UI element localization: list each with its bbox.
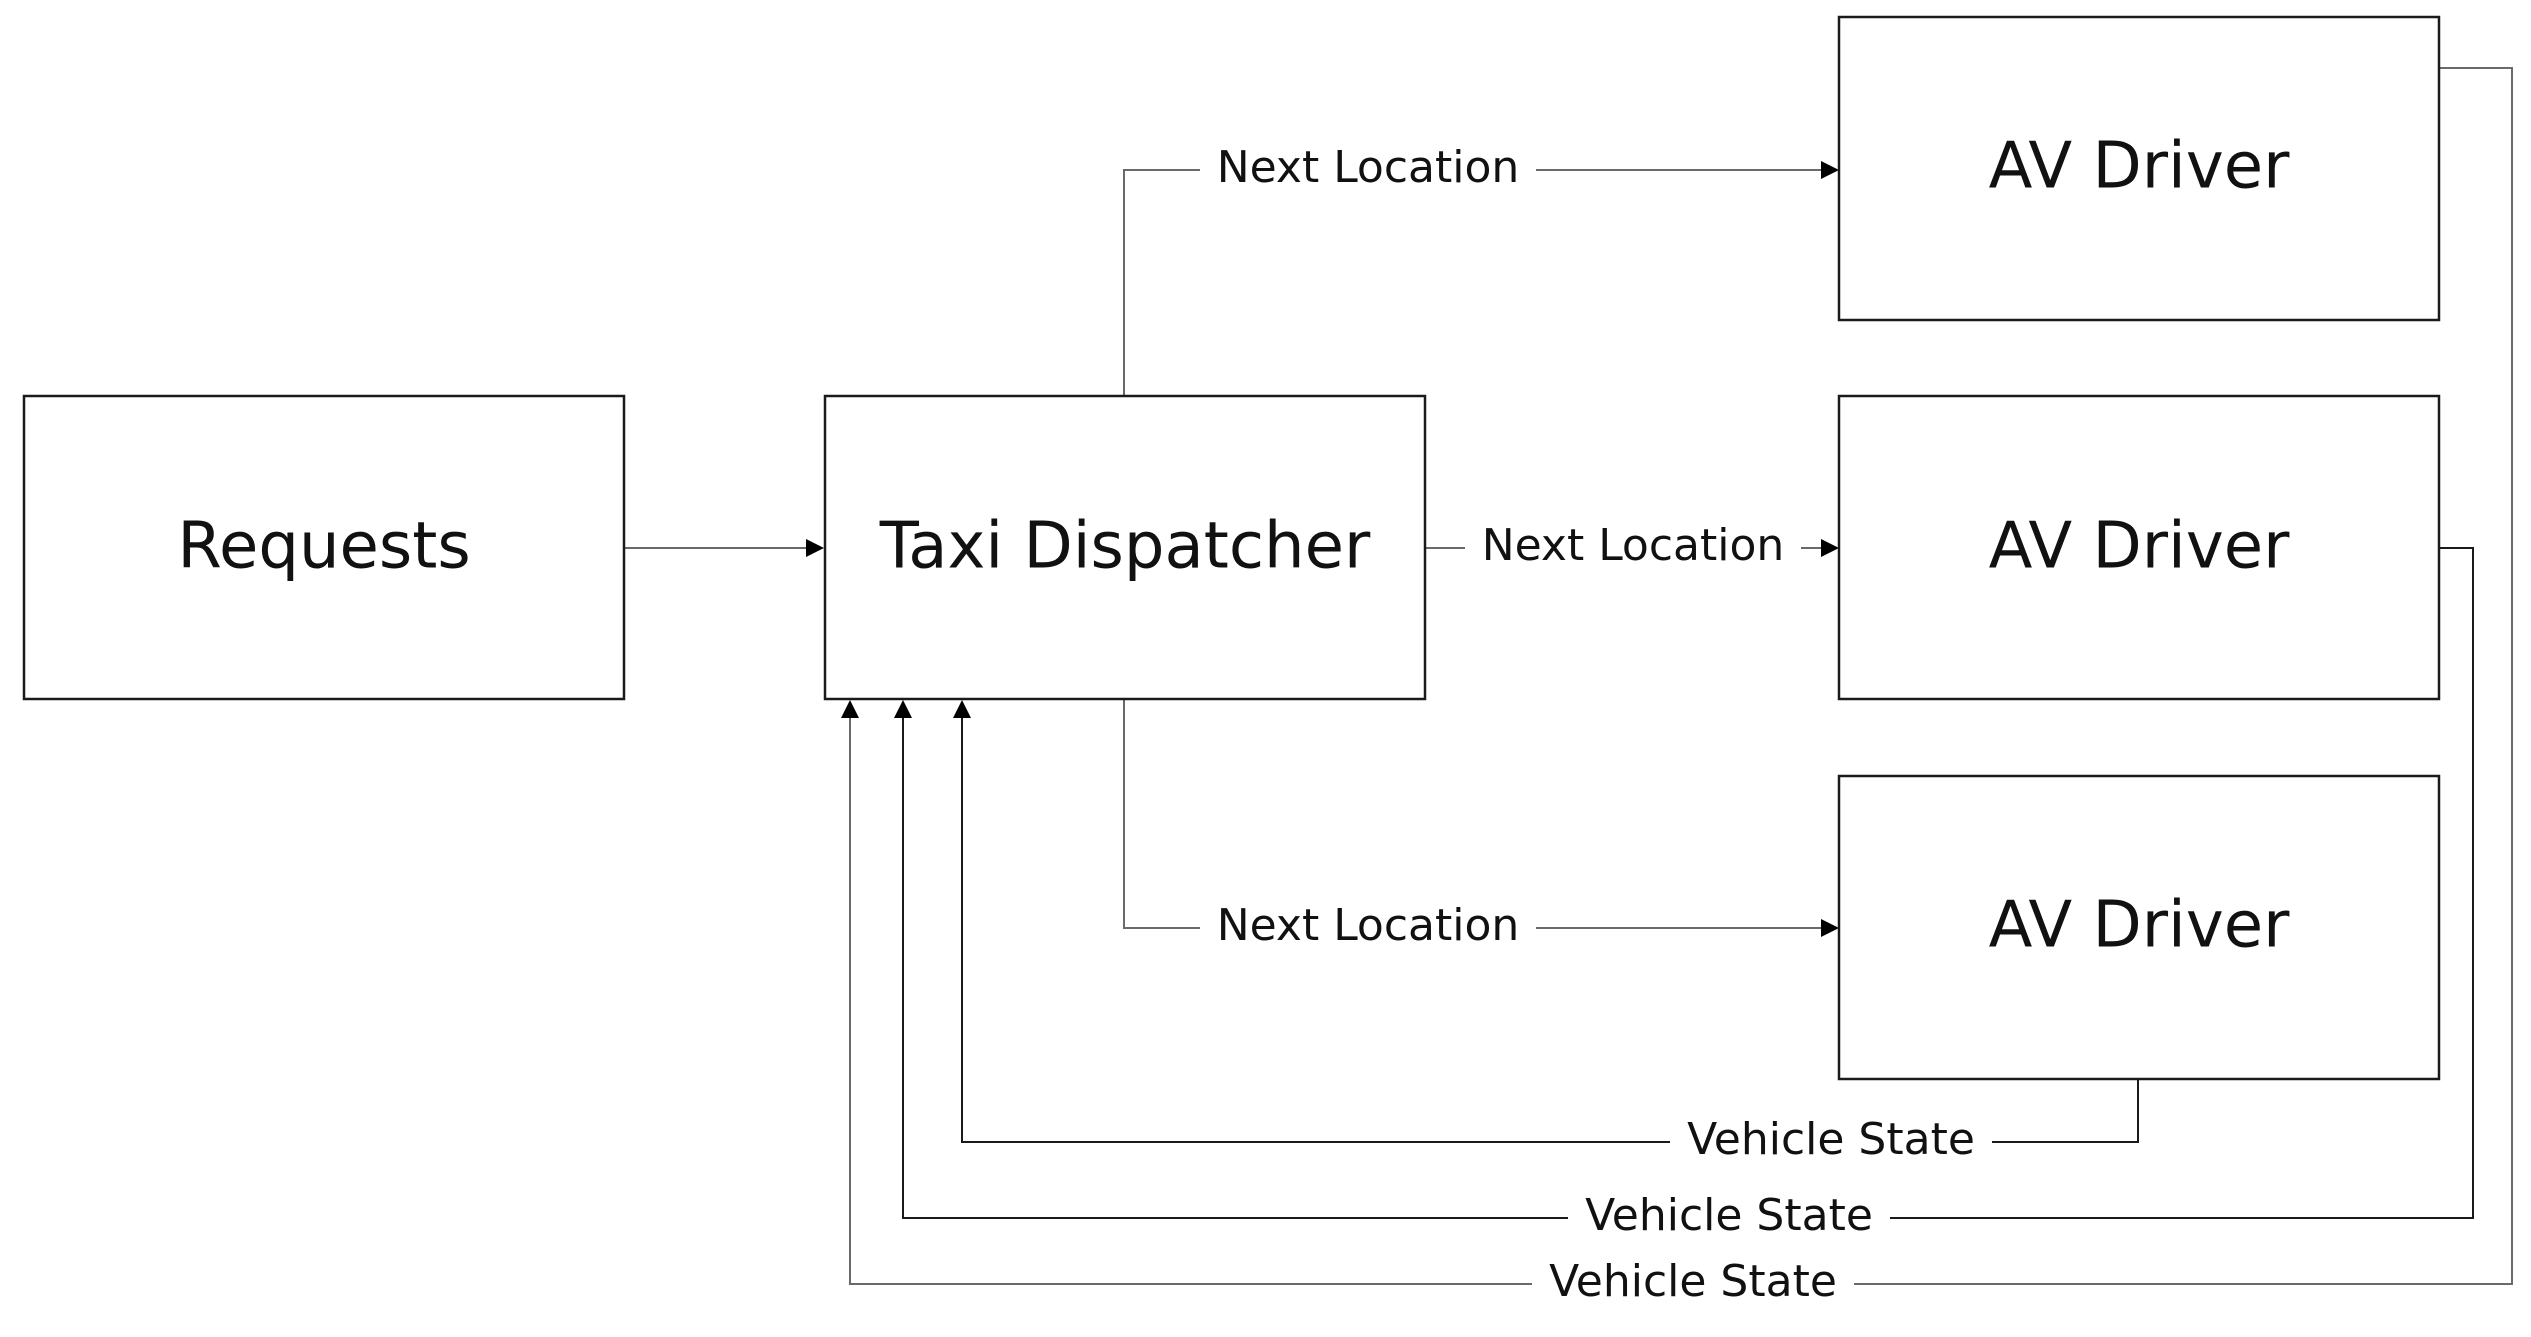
next-bottom-label-bg [1200,900,1536,956]
edge-vehicle-state-bottom [961,716,2139,1143]
vehicle-state-top-label: Vehicle State [1549,1256,1837,1307]
arrowhead-next-location-mid [1821,539,1839,557]
arrowhead-requests-to-dispatcher [806,539,824,557]
vehicle-state-bottom-label: Vehicle State [1687,1114,1975,1165]
requests-label: Requests [177,510,470,584]
arrowhead-vehicle-state-top [841,700,859,718]
av-driver-mid-box [1837,394,2441,701]
av-driver-bottom-label: AV Driver [1989,889,2290,963]
state-mid-label-bg [1568,1190,1890,1246]
arrowhead-next-location-top [1821,161,1839,179]
dispatcher-box [823,394,1427,701]
av-driver-mid-label: AV Driver [1989,510,2290,584]
arrowhead-vehicle-state-mid [894,700,912,718]
state-top-label-bg [1532,1256,1854,1312]
arrowhead-vehicle-state-bottom [953,700,971,718]
state-bottom-label-bg [1670,1114,1992,1170]
vehicle-state-mid-label: Vehicle State [1585,1190,1873,1241]
edge-vehicle-state-top [849,67,2513,1285]
next-location-top-label: Next Location [1217,142,1520,193]
av-driver-top-box [1837,15,2441,322]
next-location-bottom-label: Next Location [1217,900,1520,951]
edge-next-location-bottom [1123,700,1822,929]
next-location-mid-label: Next Location [1482,520,1785,571]
edge-vehicle-state-mid [902,547,2474,1219]
av-driver-top-label: AV Driver [1989,130,2290,204]
av-driver-bottom-box [1837,774,2441,1081]
arrowhead-next-location-bottom [1821,919,1839,937]
requests-box [22,394,626,701]
dispatcher-label: Taxi Dispatcher [879,510,1371,584]
next-mid-label-bg [1465,520,1801,576]
next-top-label-bg [1200,142,1536,198]
edge-next-location-top [1123,169,1822,395]
